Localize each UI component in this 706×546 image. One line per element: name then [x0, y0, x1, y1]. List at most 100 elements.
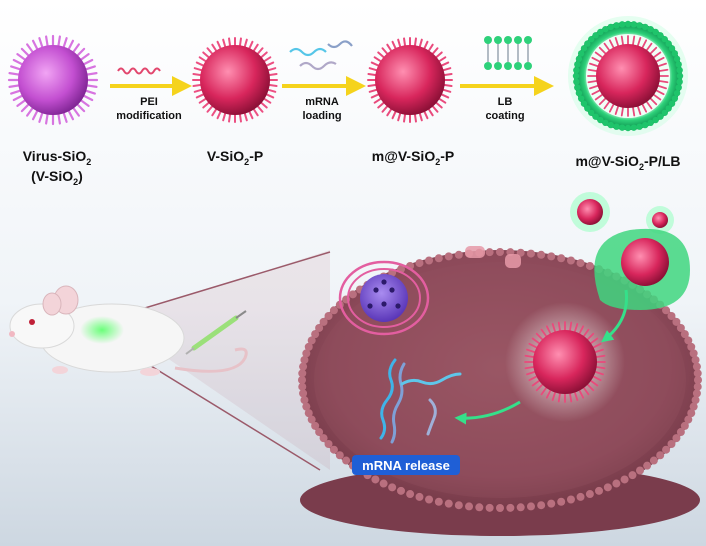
membrane-bead: [496, 504, 504, 512]
lipid-molecule: [484, 62, 492, 70]
membrane-bead: [388, 483, 397, 492]
lipid-head: [592, 32, 599, 39]
nuclear-pore: [373, 287, 379, 293]
internalized-particle: [505, 302, 625, 422]
membrane-bead: [516, 248, 525, 257]
lipid-head: [573, 66, 580, 74]
membrane-bead: [684, 415, 693, 424]
lipid-head: [671, 95, 679, 102]
membrane-bead: [566, 256, 575, 265]
membrane-bead: [434, 497, 443, 506]
membrane-bead: [425, 256, 434, 265]
membrane-bead: [307, 415, 316, 424]
lipid-head: [652, 116, 659, 124]
membrane-bead: [676, 323, 685, 332]
lipid-head: [597, 28, 604, 36]
lipid-head: [652, 28, 659, 36]
lipid-head: [665, 40, 672, 47]
lipid-head: [602, 25, 609, 33]
mrna-release-label: mRNA release: [362, 458, 450, 473]
membrane-bead: [304, 409, 313, 418]
lipid-head: [676, 66, 683, 74]
membrane-bead: [319, 317, 328, 326]
membrane-bead: [676, 428, 685, 437]
membrane-bead: [603, 483, 612, 492]
label-m-v-sio2-p-lb: m@V-SiO2-P/LB: [575, 153, 680, 172]
lipid-head: [630, 21, 638, 28]
lipid-molecule: [524, 62, 532, 70]
lipid-head: [574, 61, 581, 68]
membrane-bead: [537, 501, 546, 510]
membrane-bead: [516, 503, 525, 512]
membrane-bead: [307, 336, 316, 345]
lipid-head: [636, 22, 643, 29]
membrane-bead: [342, 456, 351, 465]
membrane-bead: [687, 409, 696, 418]
membrane-bead: [475, 503, 484, 512]
membrane-bead: [612, 479, 621, 488]
membrane-bead: [315, 428, 324, 437]
lipid-head: [573, 78, 580, 86]
virus-sio2-particle: [7, 34, 99, 126]
lipid-head: [584, 40, 591, 47]
membrane-bead: [547, 499, 556, 508]
lipid-head: [676, 78, 683, 86]
lipid-head: [575, 55, 583, 63]
lipid-molecule: [524, 36, 532, 44]
membrane-bead: [324, 312, 333, 320]
lipid-head: [665, 105, 672, 112]
lipid-head: [624, 124, 632, 132]
membrane-bead: [298, 376, 306, 384]
lipid-head: [597, 116, 604, 124]
label-m-v-sio2-p: m@V-SiO2-P: [372, 148, 454, 167]
membrane-bead: [691, 396, 700, 405]
nuclear-pore: [381, 279, 387, 285]
membrane-bead: [371, 475, 380, 484]
membrane-bead: [692, 362, 701, 371]
membrane-bead: [397, 486, 405, 495]
membrane-bead: [444, 499, 453, 508]
label-virus-sio2: Virus-SiO2: [23, 148, 92, 167]
membrane-bead: [315, 323, 324, 332]
membrane-bead: [526, 502, 535, 511]
membrane-bead: [692, 389, 701, 398]
membrane-bead: [335, 451, 344, 460]
released-mrna: [379, 358, 462, 444]
lipid-head: [580, 45, 588, 52]
nuclear-pore: [381, 301, 387, 307]
membrane-bead: [656, 451, 665, 460]
membrane-bead: [324, 440, 333, 448]
membrane-bead: [526, 249, 535, 258]
membrane-bead: [299, 362, 308, 371]
arrow-label-mrna: mRNA: [305, 96, 339, 108]
membrane-bead: [300, 355, 309, 364]
arrow-label-lb: LB: [498, 96, 513, 108]
membrane-bead: [693, 382, 702, 391]
membrane-bead: [454, 501, 463, 510]
lipid-head: [641, 121, 649, 129]
membrane-bead: [557, 254, 566, 263]
membrane-bead: [689, 349, 698, 358]
lipid-head: [577, 95, 585, 102]
membrane-bead: [689, 402, 698, 411]
membrane-bead: [444, 252, 453, 261]
syringe-icon: [185, 310, 247, 355]
membrane-bead: [506, 503, 515, 512]
lipid-head: [647, 25, 654, 33]
membrane-bead: [667, 440, 676, 448]
membrane-bead: [667, 312, 676, 320]
lipid-head: [584, 105, 591, 112]
lipid-head: [657, 32, 664, 39]
membrane-bead: [576, 492, 585, 501]
mrna-strands-icon: [289, 40, 353, 71]
membrane-bead: [649, 456, 658, 465]
arrow-label-loading: loading: [302, 110, 341, 122]
nuclear-pore: [389, 287, 395, 293]
m-v-sio2-p-particle: [367, 37, 453, 123]
membrane-bead: [687, 342, 696, 351]
lipid-head: [661, 36, 668, 43]
membrane-bead: [454, 250, 463, 259]
lipid-head: [588, 36, 595, 43]
zoom-line-top: [111, 251, 331, 319]
